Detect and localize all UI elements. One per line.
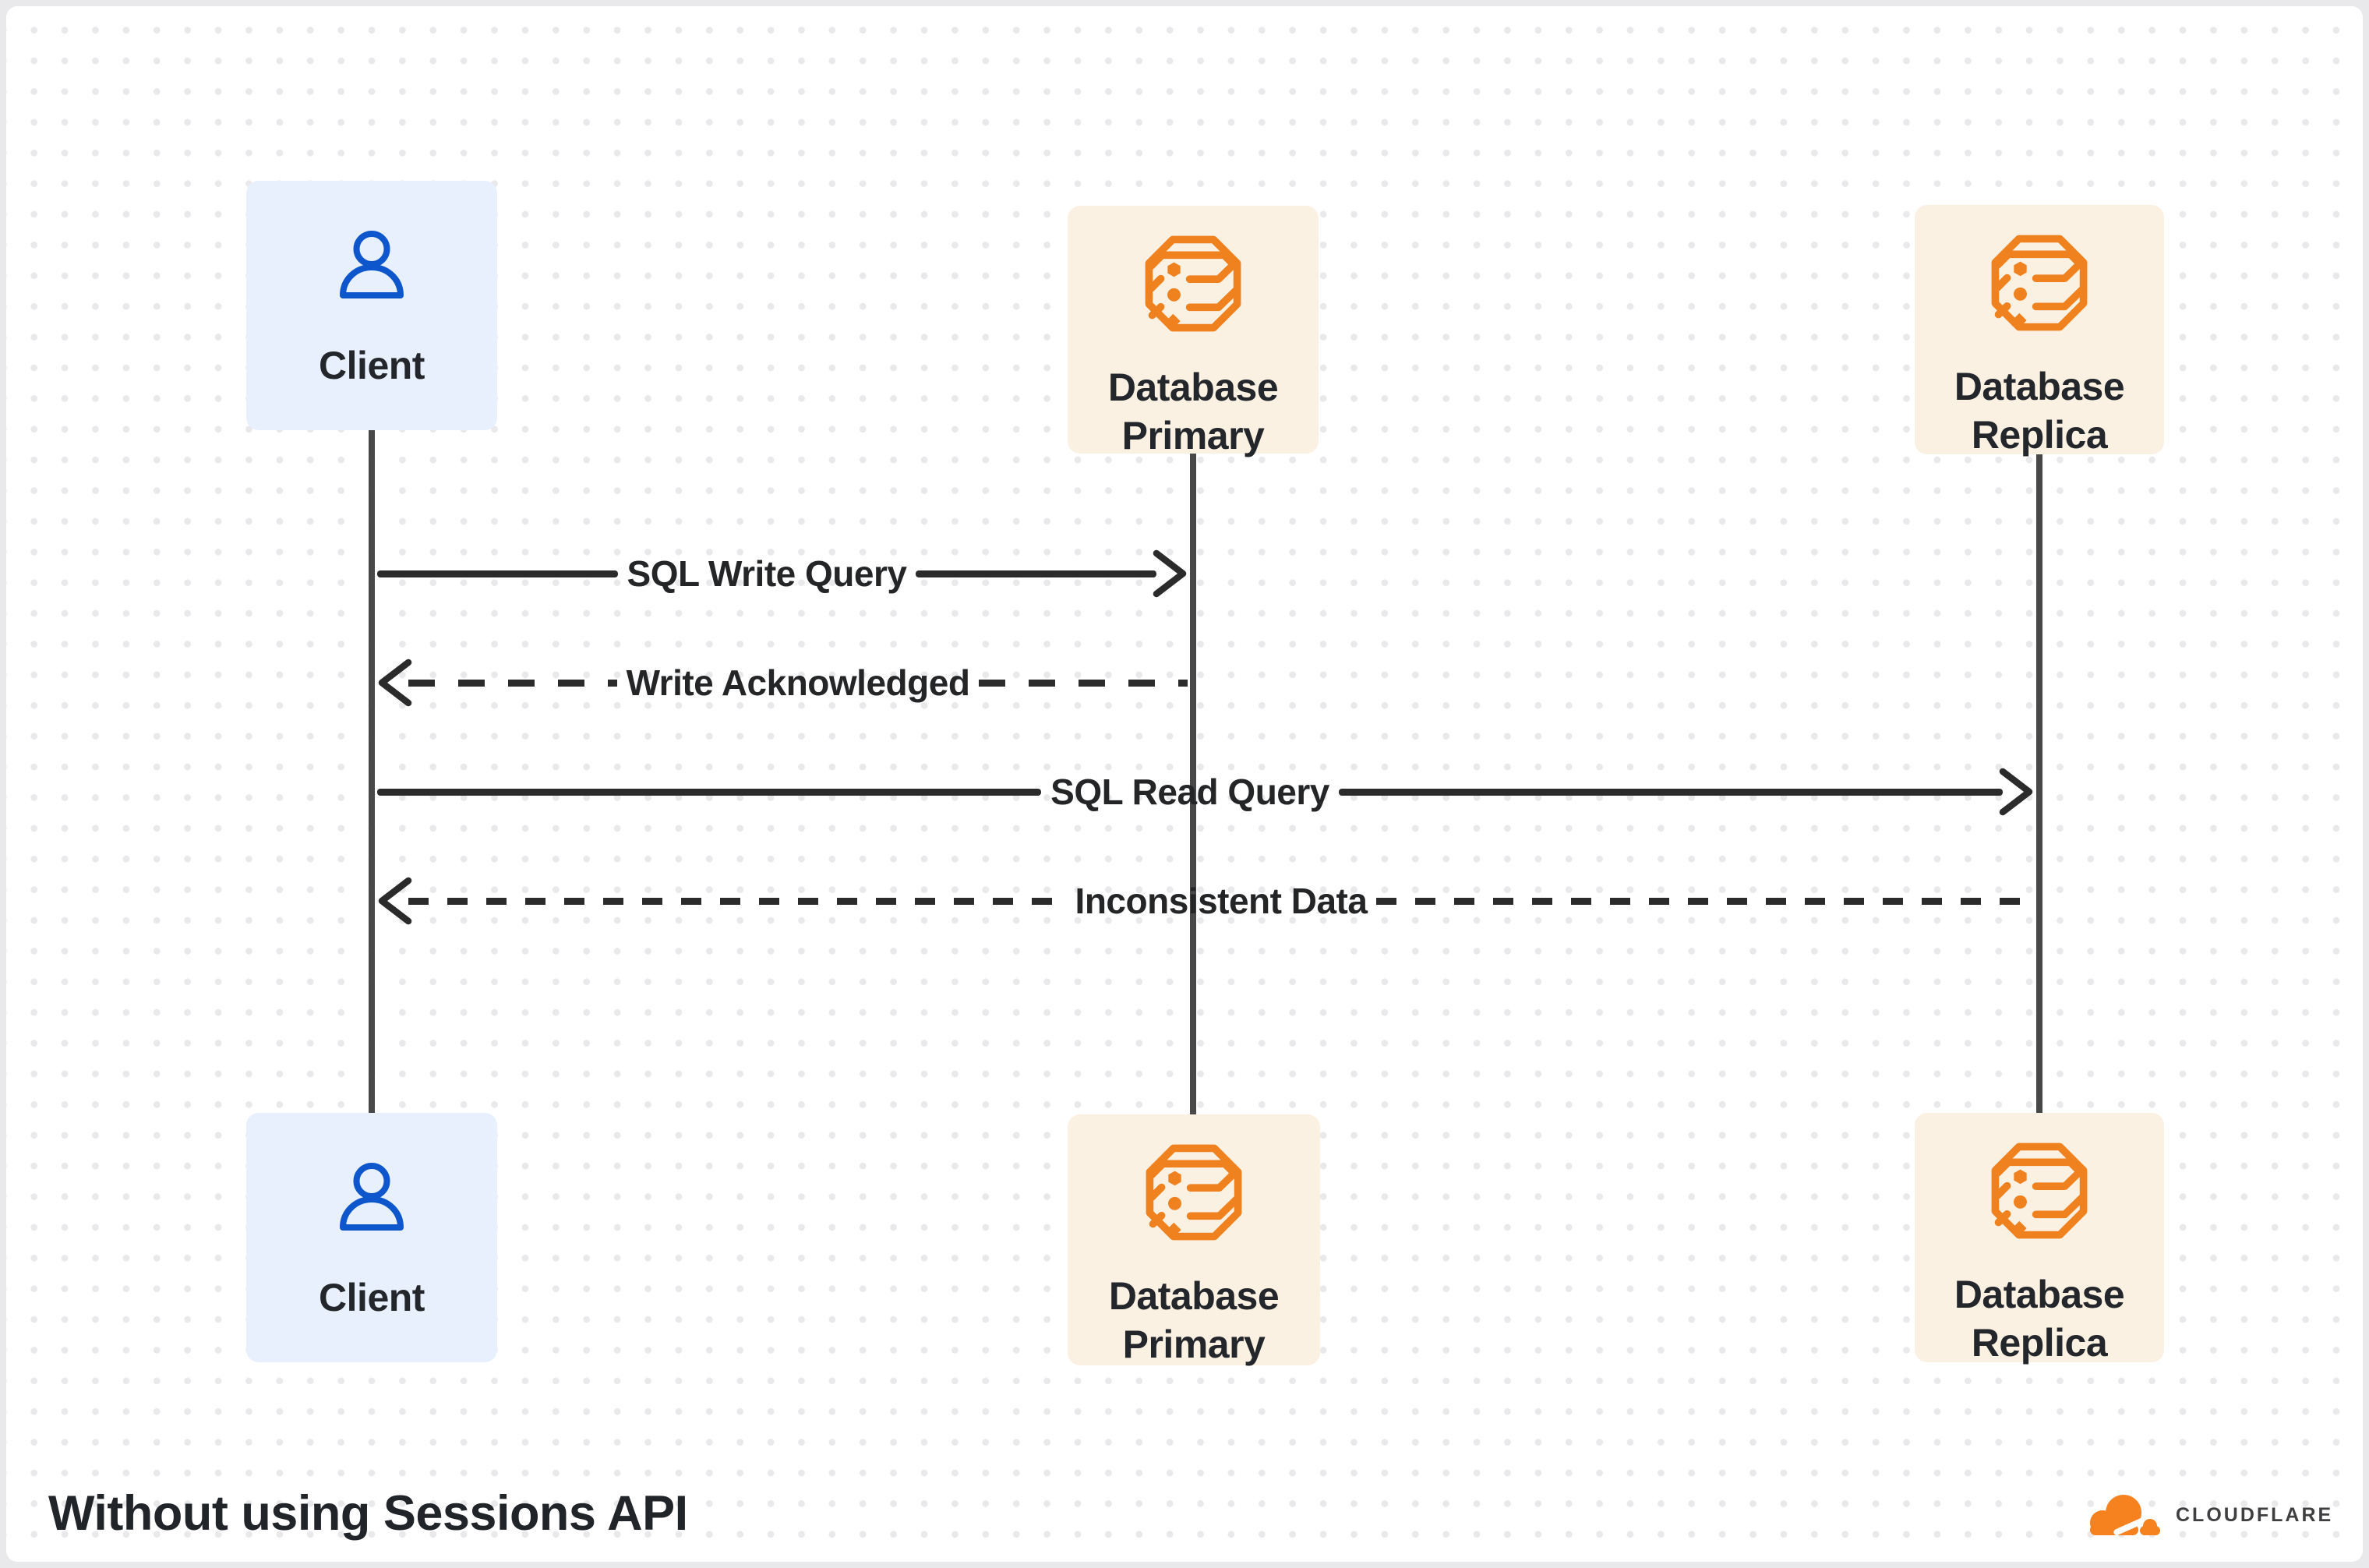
message-label: Write Acknowledged	[626, 662, 970, 703]
message-label: Inconsistent Data	[1075, 881, 1368, 921]
message-line-dashed	[979, 679, 1188, 687]
node-label: Client	[319, 344, 425, 387]
database-icon	[1985, 1136, 2094, 1245]
arrowhead-right-icon	[1152, 549, 1188, 599]
node-database-primary-bottom: Database Primary	[1068, 1114, 1320, 1366]
lifeline-database-replica	[2036, 453, 2042, 1114]
node-label: Database Replica	[1954, 365, 2125, 457]
message-line	[377, 570, 618, 577]
cloudflare-cloud-icon	[2079, 1492, 2165, 1538]
message-label: SQL Read Query	[1050, 772, 1329, 812]
message-line	[377, 788, 1042, 796]
cloudflare-branding: CLOUDFLARE	[2079, 1492, 2333, 1538]
lifeline-client	[369, 429, 375, 1114]
lifeline-database-primary	[1190, 452, 1196, 1116]
database-icon	[1139, 229, 1248, 338]
node-client-bottom: Client	[246, 1113, 497, 1362]
node-label: Database Primary	[1107, 366, 1279, 457]
cloudflare-wordmark: CLOUDFLARE	[2176, 1503, 2334, 1526]
user-icon	[325, 1153, 418, 1244]
message-label: SQL Write Query	[627, 553, 907, 594]
user-icon	[325, 221, 418, 312]
node-database-primary-top: Database Primary	[1068, 206, 1319, 457]
arrowhead-left-icon	[377, 876, 413, 926]
diagram-canvas: Client Database Primary	[6, 6, 2363, 1562]
database-icon	[1985, 228, 2094, 337]
node-client-top: Client	[246, 181, 497, 430]
node-database-replica-bottom: Database Replica	[1915, 1113, 2164, 1365]
message-line-dashed	[408, 679, 617, 687]
message-line-dashed	[1376, 897, 2035, 905]
message-inconsistent-data: Inconsistent Data	[377, 876, 2035, 926]
message-sql-read-query: SQL Read Query	[377, 767, 2034, 817]
node-database-replica-top: Database Replica	[1915, 205, 2164, 457]
message-line-dashed	[408, 897, 1066, 905]
diagram-title: Without using Sessions API	[48, 1486, 688, 1541]
message-sql-write-query: SQL Write Query	[377, 549, 1188, 599]
node-label: Database Replica	[1954, 1273, 2125, 1365]
arrowhead-right-icon	[1998, 767, 2034, 817]
node-label: Client	[319, 1276, 425, 1319]
message-write-acknowledged: Write Acknowledged	[377, 658, 1188, 708]
message-line	[1338, 788, 2004, 796]
database-icon	[1139, 1138, 1248, 1247]
arrowhead-left-icon	[377, 658, 413, 708]
message-line	[916, 570, 1156, 577]
node-label: Database Primary	[1108, 1274, 1280, 1366]
